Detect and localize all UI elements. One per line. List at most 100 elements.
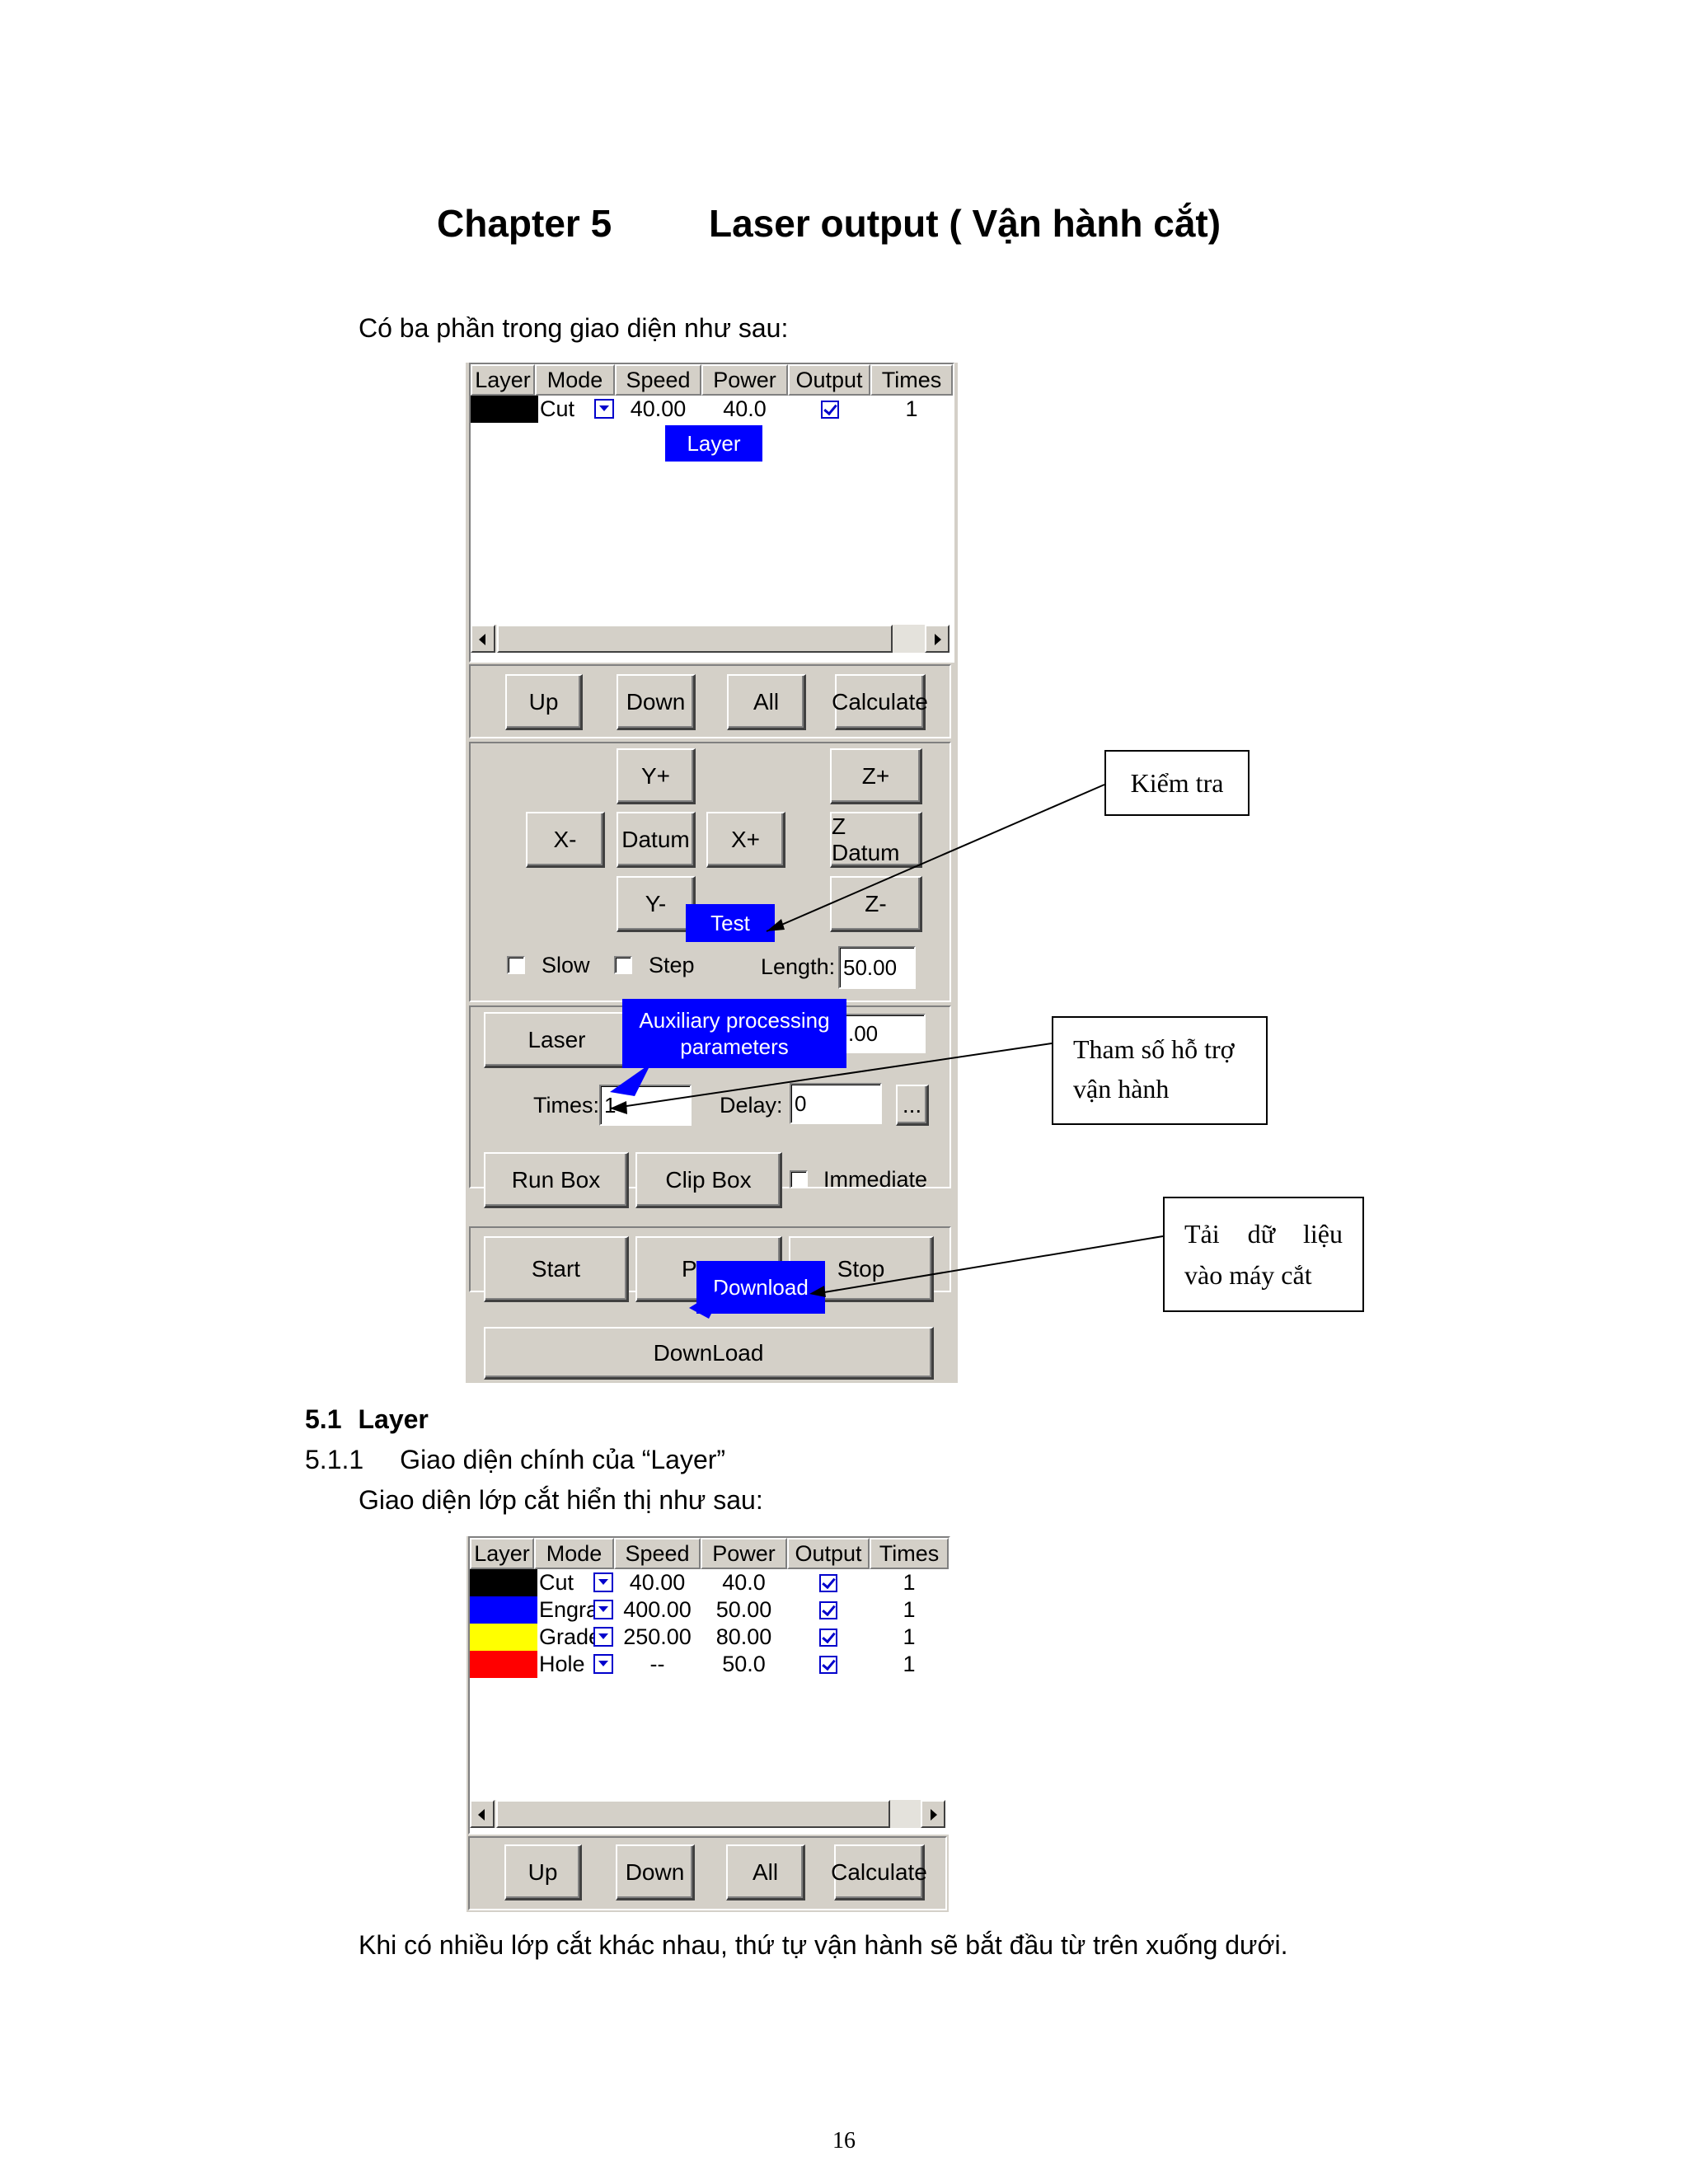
y-plus-button[interactable]: Y+ <box>617 748 696 804</box>
up-button[interactable]: Up <box>504 1844 582 1900</box>
page-number: 16 <box>832 2128 856 2154</box>
calculate-button[interactable]: Calculate <box>831 1844 927 1900</box>
layer-speed: 400.00 <box>623 1597 692 1622</box>
step-label: Step <box>649 953 695 977</box>
col-header-mode[interactable]: Mode <box>534 1538 614 1569</box>
col-header-output[interactable]: Output <box>787 1538 870 1569</box>
layer-mode: Hole <box>539 1652 585 1676</box>
x-plus-button[interactable]: X+ <box>706 812 785 868</box>
scroll-right-icon[interactable] <box>921 1800 945 1828</box>
length-input[interactable]: 50.00 <box>838 946 916 989</box>
layer-mode: Cut <box>539 1570 574 1595</box>
col-header-layer[interactable]: Layer <box>471 364 535 396</box>
step-checkbox[interactable] <box>614 956 632 974</box>
order-section <box>469 664 951 738</box>
clip-box-button[interactable]: Clip Box <box>635 1152 782 1208</box>
up-button[interactable]: Up <box>505 674 583 730</box>
layer-speed: 40.00 <box>629 1570 686 1595</box>
subsection-heading: 5.1.1 Giao diện chính của “Layer” <box>305 1445 725 1475</box>
col-header-power[interactable]: Power <box>701 1538 787 1569</box>
callout-kiem-tra: Kiểm tra <box>1104 750 1250 816</box>
closing-text: Khi có nhiều lớp cắt khác nhau, thứ tự v… <box>359 1930 1288 1960</box>
scroll-right-icon[interactable] <box>925 625 950 653</box>
down-button[interactable]: Down <box>616 1844 695 1900</box>
download-tooltip: Download <box>696 1261 825 1314</box>
scroll-thumb[interactable] <box>497 625 893 653</box>
horizontal-scrollbar[interactable] <box>471 625 950 653</box>
slow-checkbox[interactable] <box>507 956 525 974</box>
all-button[interactable]: All <box>726 1844 805 1900</box>
laser-output-panel: Layer Mode Speed Power Output Times Cut … <box>466 363 958 1383</box>
delay-input[interactable]: 0 <box>790 1083 882 1124</box>
datum-button[interactable]: Datum <box>617 812 696 868</box>
laser-button[interactable]: Laser <box>484 1012 631 1068</box>
mode-dropdown-icon[interactable] <box>593 1572 613 1592</box>
immediate-checkbox[interactable] <box>790 1170 808 1188</box>
layer-row[interactable]: Cut 40.00 40.0 1 <box>470 1569 949 1596</box>
run-box-button[interactable]: Run Box <box>484 1152 629 1208</box>
layer-list-2[interactable]: Layer Mode Speed Power Output Times Cut … <box>468 1536 950 1835</box>
z-datum-button[interactable]: Z Datum <box>830 812 922 868</box>
test-tooltip: Test <box>686 904 775 942</box>
col-header-power[interactable]: Power <box>701 364 788 396</box>
all-button[interactable]: All <box>727 674 806 730</box>
layer-power: 50.00 <box>715 1597 772 1622</box>
layer-times: 1 <box>903 1570 916 1595</box>
output-checkbox[interactable] <box>819 1574 837 1592</box>
calculate-button[interactable]: Calculate <box>832 674 928 730</box>
layer-row[interactable]: Grade 250.00 80.00 1 <box>470 1624 949 1651</box>
scroll-thumb[interactable] <box>496 1800 890 1828</box>
layer-times: 1 <box>903 1597 916 1622</box>
layer-row[interactable]: Cut 40.00 40.0 1 <box>471 396 953 423</box>
times-input[interactable]: 1 <box>599 1085 692 1126</box>
layer-color-swatch <box>470 1596 537 1624</box>
layer-power: 50.0 <box>722 1652 766 1676</box>
layer-times: 1 <box>903 1652 916 1676</box>
horizontal-scrollbar[interactable] <box>470 1800 945 1828</box>
layer-row[interactable]: Engra 400.00 50.00 1 <box>470 1596 949 1624</box>
layer-color-swatch <box>471 396 538 423</box>
layer-tooltip: Layer <box>665 425 762 462</box>
start-button[interactable]: Start <box>484 1236 629 1302</box>
laser-value-input[interactable]: .00 <box>843 1014 926 1053</box>
section-number: 5.1 <box>305 1404 342 1434</box>
mode-dropdown-icon[interactable] <box>593 1654 613 1674</box>
y-minus-button[interactable]: Y- <box>617 876 696 932</box>
length-label: Length: <box>761 954 836 979</box>
subsection-number: 5.1.1 <box>305 1445 364 1474</box>
more-options-button[interactable]: ... <box>896 1085 929 1126</box>
output-checkbox[interactable] <box>819 1656 837 1674</box>
mode-dropdown-icon[interactable] <box>593 1627 613 1647</box>
section-description: Giao diện lớp cắt hiển thị như sau: <box>359 1485 763 1515</box>
down-button[interactable]: Down <box>617 674 696 730</box>
col-header-output[interactable]: Output <box>788 364 870 396</box>
col-header-mode[interactable]: Mode <box>535 364 615 396</box>
chapter-number: Chapter 5 <box>437 202 612 245</box>
z-minus-button[interactable]: Z- <box>830 876 922 932</box>
mode-dropdown-icon[interactable] <box>593 1600 613 1619</box>
layer-panel: Layer Mode Speed Power Output Times Cut … <box>467 1536 950 1912</box>
layer-list[interactable]: Layer Mode Speed Power Output Times Cut … <box>469 363 954 663</box>
immediate-label: Immediate <box>823 1167 928 1192</box>
layer-speed: 250.00 <box>623 1624 692 1649</box>
z-plus-button[interactable]: Z+ <box>830 748 922 804</box>
output-checkbox[interactable] <box>819 1629 837 1647</box>
subsection-title: Giao diện chính của “Layer” <box>400 1445 726 1474</box>
col-header-times[interactable]: Times <box>870 1538 949 1569</box>
delay-label: Delay: <box>720 1093 783 1118</box>
aux-params-tooltip: Auxiliary processing parameters <box>622 999 846 1068</box>
x-minus-button[interactable]: X- <box>526 812 605 868</box>
col-header-times[interactable]: Times <box>870 364 953 396</box>
col-header-layer[interactable]: Layer <box>470 1538 534 1569</box>
scroll-left-icon[interactable] <box>471 625 495 653</box>
scroll-left-icon[interactable] <box>470 1800 495 1828</box>
col-header-speed[interactable]: Speed <box>614 1538 701 1569</box>
col-header-speed[interactable]: Speed <box>615 364 701 396</box>
output-checkbox[interactable] <box>821 401 839 419</box>
layer-row[interactable]: Hole -- 50.0 1 <box>470 1651 949 1678</box>
download-button[interactable]: DownLoad <box>484 1327 934 1380</box>
layer-power: 80.00 <box>715 1624 772 1649</box>
times-label: Times: <box>533 1093 599 1118</box>
output-checkbox[interactable] <box>819 1601 837 1619</box>
mode-dropdown-icon[interactable] <box>594 399 614 419</box>
